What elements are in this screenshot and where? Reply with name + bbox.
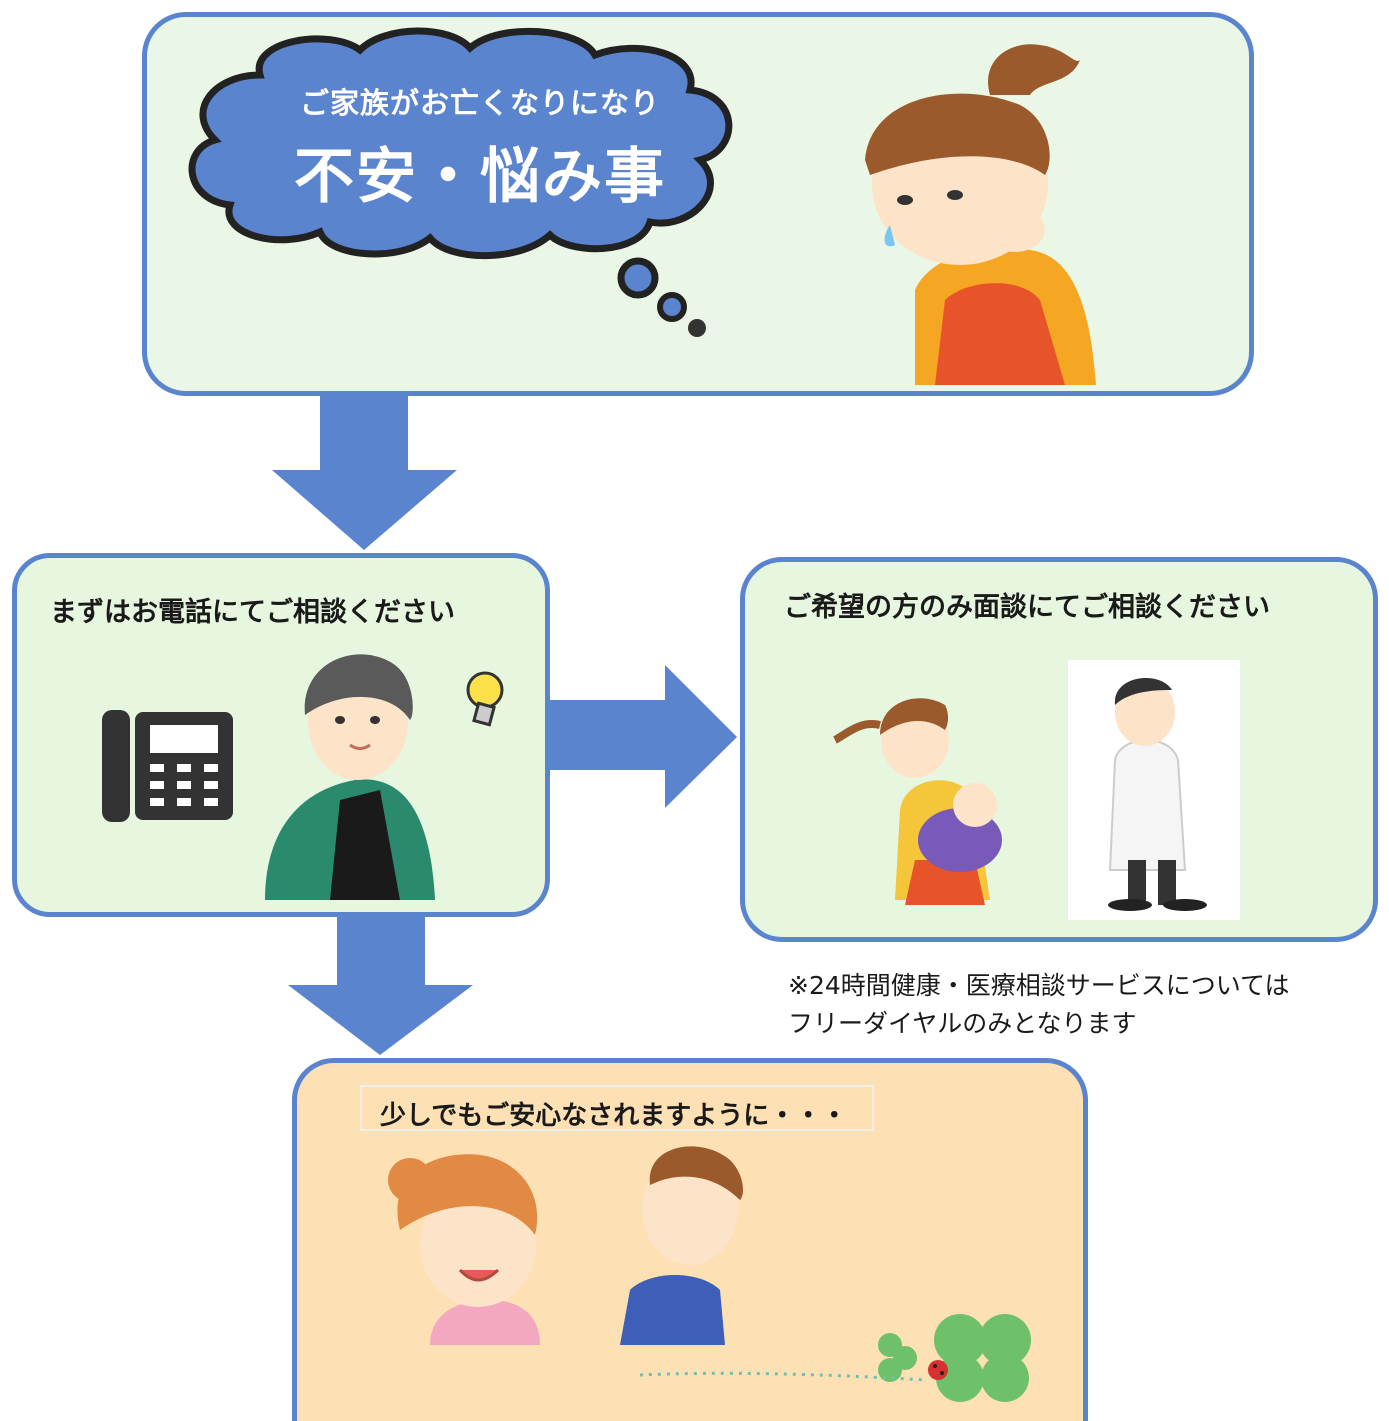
arrow-down-1-icon [272,396,457,550]
operator-woman-icon [265,654,435,900]
interview-consult-title: ご希望の方のみ面談にてご相談ください [784,592,1270,623]
arrow-right-icon [550,665,737,808]
clover-icon [878,1314,1031,1402]
service-note-line2: フリーダイヤルのみとなります [788,1009,1137,1038]
mother-with-baby-icon [833,698,1002,905]
light-bulb-icon [466,671,504,727]
interview-consult-panel [740,557,1378,942]
telephone-icon [102,710,233,822]
doctor-icon [1108,678,1207,911]
cloud-title: 不安・悩み事 [294,142,666,212]
smiling-man-icon [620,1146,743,1345]
thought-cloud-icon [188,27,733,337]
service-note-line1: ※24時間健康・医療相談サービスについては [788,971,1290,1000]
phone-consult-title: まずはお電話にてご相談ください [50,597,455,628]
dotted-trail [639,1371,926,1382]
worried-woman-icon [865,44,1096,385]
arrow-down-2-icon [288,917,473,1055]
ladybug-icon [928,1360,948,1380]
cloud-subtitle: ご家族がお亡くなりになり [300,86,661,120]
reassurance-title: 少しでもご安心なされますように・・・ [380,1101,848,1131]
smiling-woman-icon [388,1154,540,1345]
reassurance-title-frame [360,1085,874,1131]
